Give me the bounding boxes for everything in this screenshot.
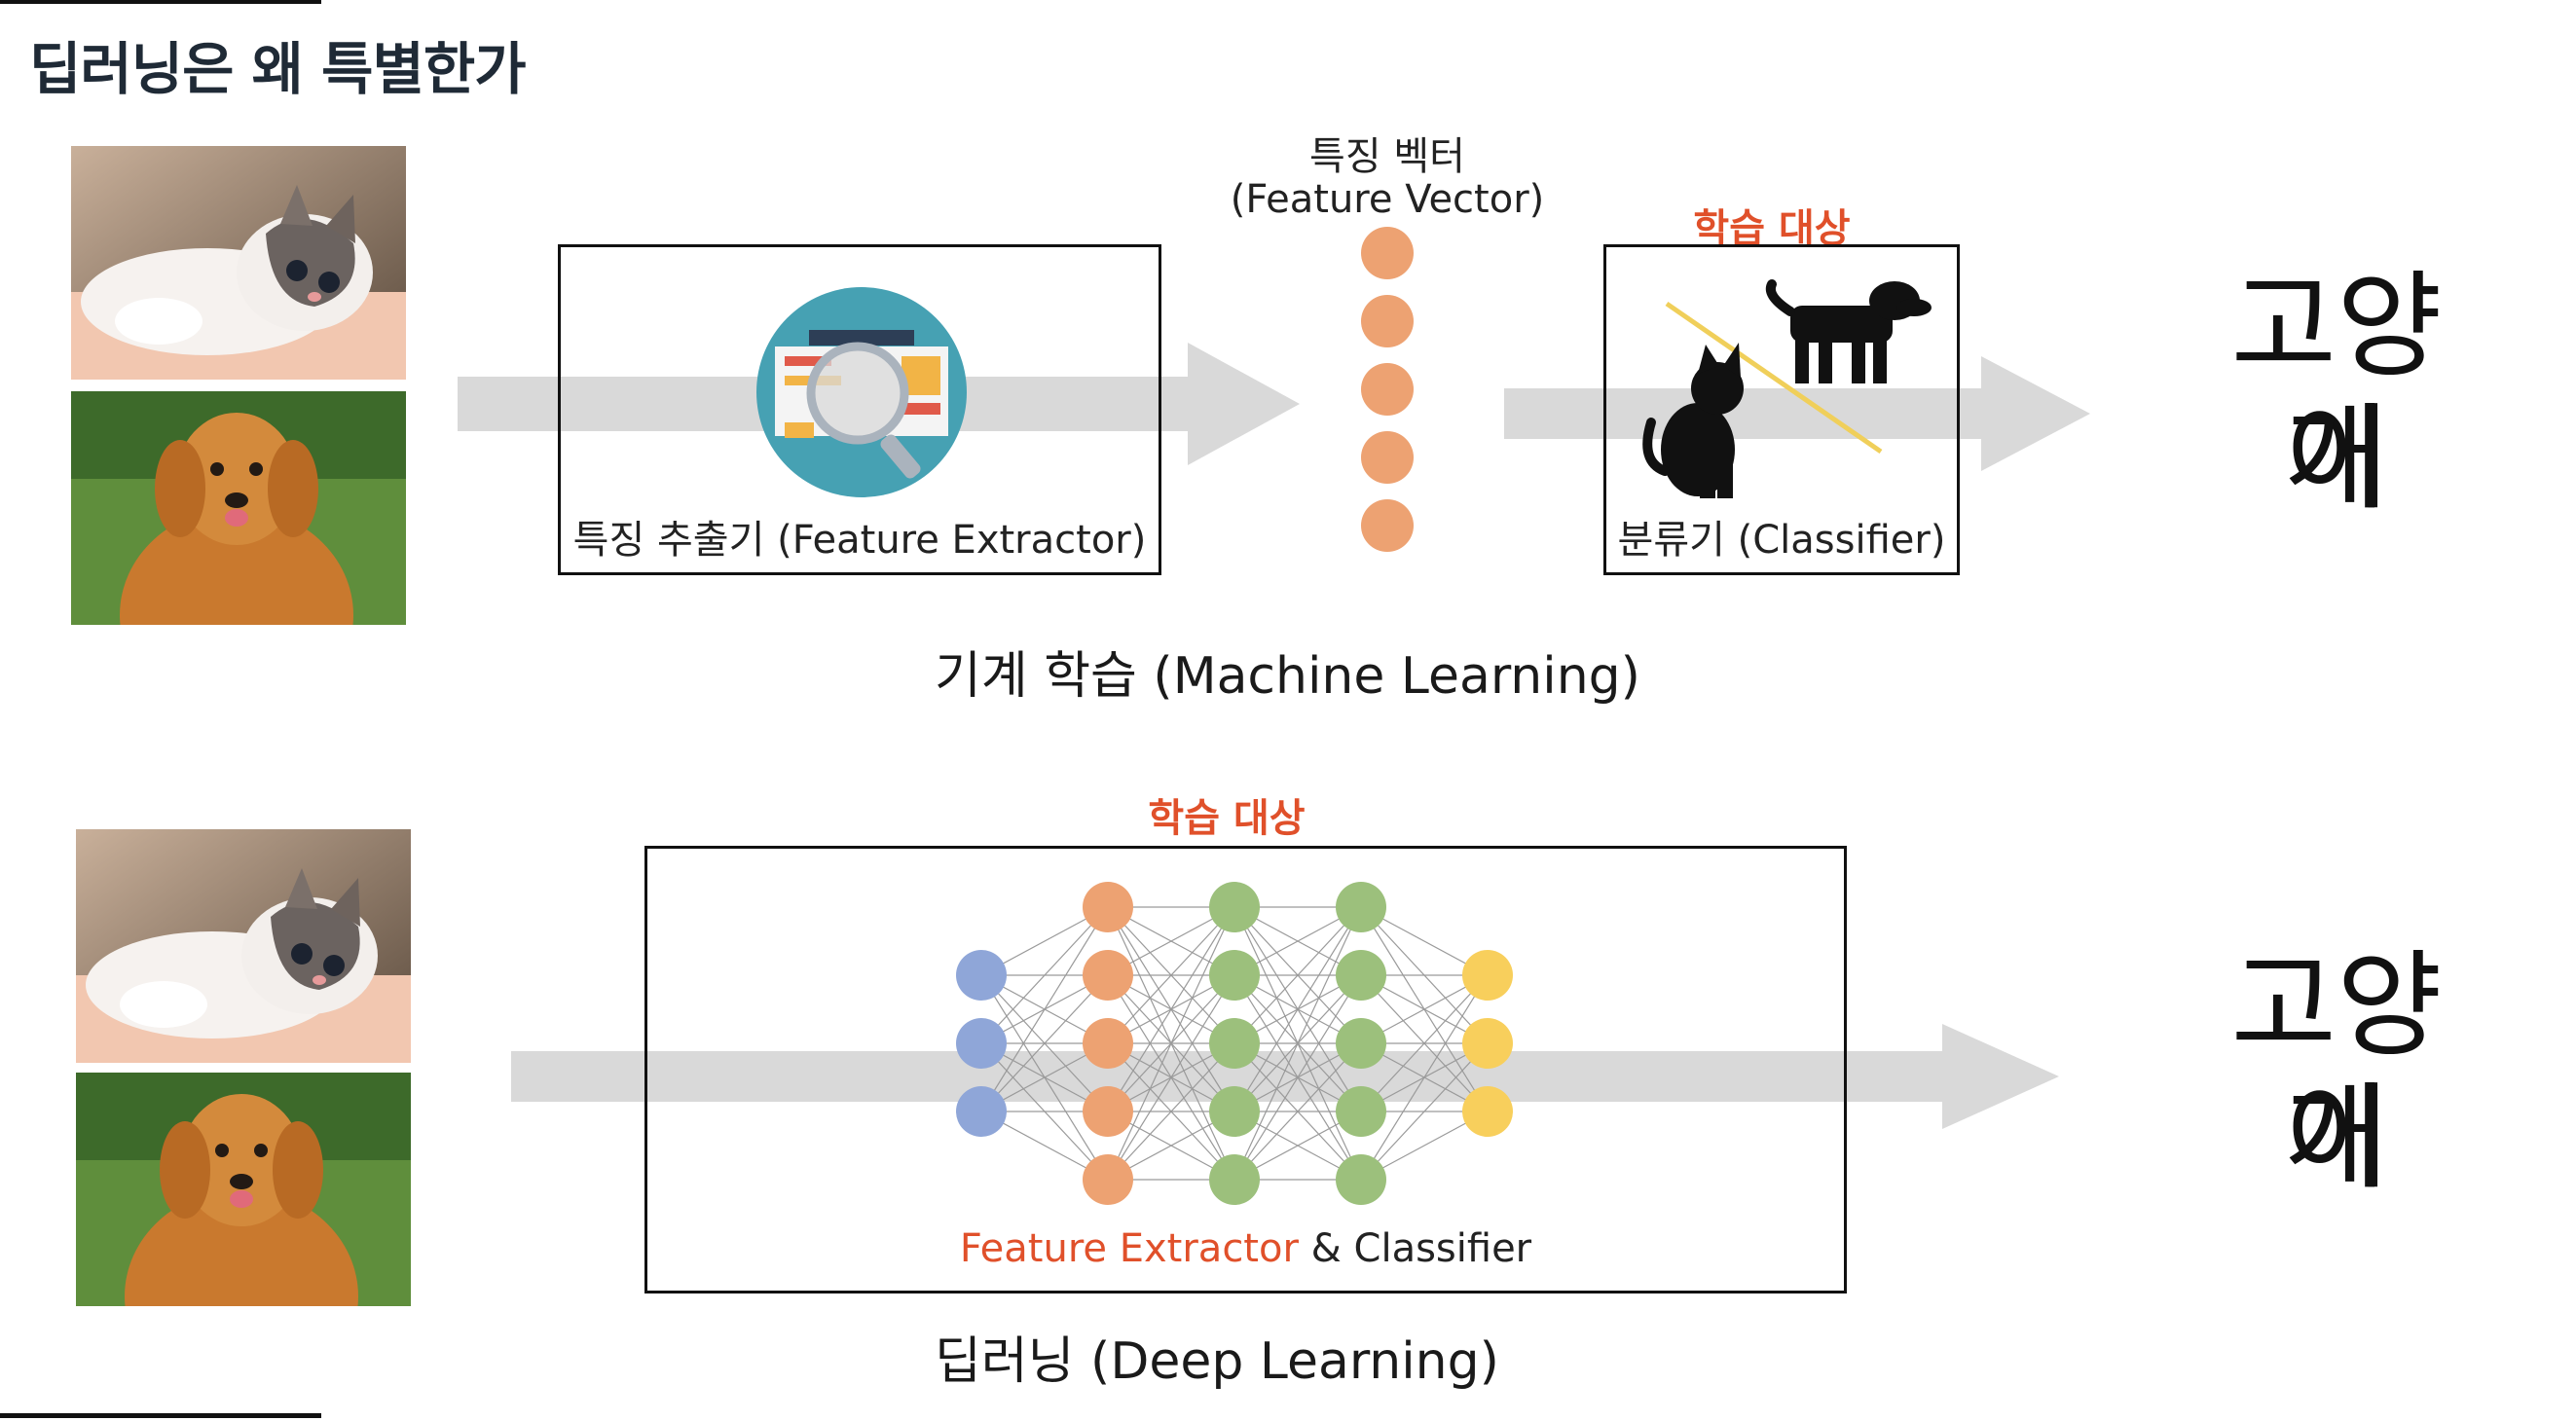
network-node xyxy=(1209,1154,1260,1205)
network-node xyxy=(1209,1018,1260,1069)
network-connection xyxy=(1360,974,1489,1112)
ml-output-dog: 개 xyxy=(2283,391,2390,526)
network-connection xyxy=(1360,1042,1489,1181)
feature-vector-label: 특징 벡터 xyxy=(1309,134,1465,179)
network-node xyxy=(1083,882,1133,932)
dog-silhouette-icon xyxy=(1765,279,1932,383)
dog-photo xyxy=(71,391,406,625)
network-node xyxy=(1336,1154,1386,1205)
ml-train-target-label: 학습 대상 xyxy=(1693,206,1851,251)
network-node xyxy=(1462,1086,1513,1137)
dl-box-label: Feature Extractor & Classifier xyxy=(647,1226,1844,1271)
cat-silhouette-icon xyxy=(1642,343,1744,498)
network-node xyxy=(1209,950,1260,1001)
cat-dog-decision-icon xyxy=(1642,279,1932,498)
ml-caption: 기계 학습 (Machine Learning) xyxy=(935,647,1640,706)
dl-label-classifier: & Classifier xyxy=(1298,1226,1532,1271)
network-node xyxy=(1083,1018,1133,1069)
network-node xyxy=(1336,1018,1386,1069)
feature-extractor-box: 특징 추출기 (Feature Extractor) xyxy=(558,244,1161,575)
dog-photo xyxy=(76,1073,411,1306)
network-node xyxy=(1083,1154,1133,1205)
dl-caption: 딥러닝 (Deep Learning) xyxy=(935,1332,1499,1391)
network-node xyxy=(1336,882,1386,932)
network-connection xyxy=(1107,1042,1235,1181)
cat-photo xyxy=(76,829,411,1063)
network-connection xyxy=(980,906,1109,1044)
dl-train-target-label: 학습 대상 xyxy=(1148,796,1306,841)
network-connection xyxy=(1107,906,1235,1181)
network-node xyxy=(956,1086,1007,1137)
deep-learning-box: Feature Extractor & Classifier xyxy=(644,846,1847,1293)
network-node xyxy=(956,950,1007,1001)
network-node xyxy=(1462,1018,1513,1069)
network-node xyxy=(1209,882,1260,932)
network-connection xyxy=(1360,974,1489,1181)
network-node xyxy=(1462,950,1513,1001)
network-connection xyxy=(1107,906,1235,1044)
dl-output-dog: 개 xyxy=(2283,1071,2390,1205)
neural-network-diagram xyxy=(956,882,1513,1205)
network-connection xyxy=(980,974,1109,1112)
feature-vector-node xyxy=(1361,499,1414,552)
classifier-label: 분류기 (Classifier) xyxy=(1617,518,1946,563)
network-connection xyxy=(1107,974,1235,1181)
network-node xyxy=(1209,1086,1260,1137)
bottom-rule xyxy=(0,1413,321,1418)
network-node xyxy=(1336,950,1386,1001)
top-rule xyxy=(0,0,321,4)
network-node xyxy=(1083,1086,1133,1137)
network-node xyxy=(1336,1086,1386,1137)
feature-extractor-label: 특징 추출기 (Feature Extractor) xyxy=(572,518,1147,563)
network-node xyxy=(1083,950,1133,1001)
network-connection xyxy=(1107,906,1235,1112)
network-connection xyxy=(1233,974,1362,1181)
feature-vector-node xyxy=(1361,227,1414,279)
feature-vector-node xyxy=(1361,363,1414,416)
network-connection xyxy=(1233,1042,1362,1181)
network-node xyxy=(956,1018,1007,1069)
network-connection xyxy=(980,906,1109,1112)
ml-arrow-right xyxy=(1504,356,2090,471)
network-connection xyxy=(1233,906,1362,1112)
cat-photo xyxy=(71,146,406,380)
feature-vector-sublabel: (Feature Vector) xyxy=(1230,177,1545,222)
magnifier-on-document-icon xyxy=(756,287,967,497)
ml-output-cat: 고양이 xyxy=(2230,259,2443,526)
dl-label-extractor: Feature Extractor xyxy=(959,1226,1299,1271)
dl-output-cat: 고양이 xyxy=(2230,938,2443,1205)
network-connection xyxy=(1233,906,1362,1044)
feature-vector-node xyxy=(1361,431,1414,484)
network-connection xyxy=(1233,906,1362,1181)
classifier-box: 분류기 (Classifier) xyxy=(1603,244,1960,575)
page-title: 딥러닝은 왜 특별한가 xyxy=(29,36,527,102)
feature-vector-node xyxy=(1361,295,1414,347)
